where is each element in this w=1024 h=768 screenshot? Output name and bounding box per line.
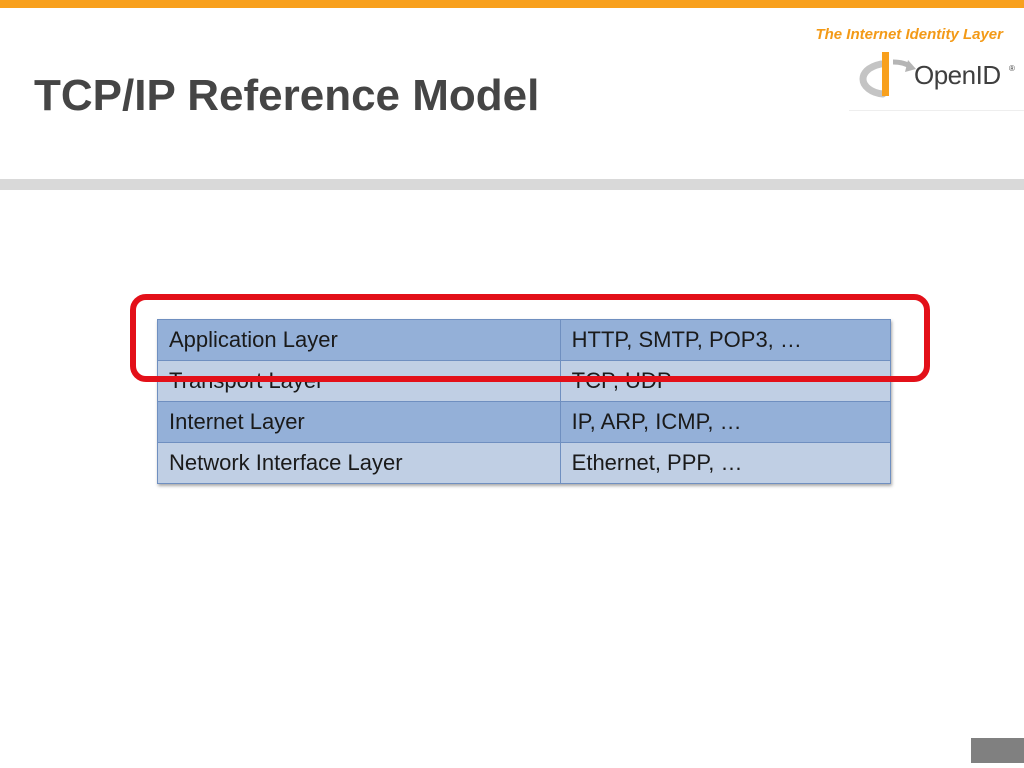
table-row: Network Interface Layer Ethernet, PPP, … — [157, 442, 892, 484]
table-row: Internet Layer IP, ARP, ICMP, … — [157, 401, 892, 443]
openid-logo: OpenID ® — [849, 46, 1024, 111]
logo-wordmark: OpenID — [914, 60, 1001, 90]
protocols-cell: HTTP, SMTP, POP3, … — [559, 319, 892, 361]
tagline: The Internet Identity Layer — [815, 26, 1003, 43]
slide-corner-block — [971, 738, 1024, 763]
page-title: TCP/IP Reference Model — [34, 71, 540, 120]
highlight-annotation-box — [130, 294, 930, 382]
header-divider — [0, 179, 1024, 190]
protocols-cell: IP, ARP, ICMP, … — [559, 401, 892, 443]
layer-name-cell: Network Interface Layer — [157, 442, 561, 484]
protocols-cell: Ethernet, PPP, … — [559, 442, 892, 484]
top-accent-bar — [0, 0, 1024, 8]
layer-name-cell: Internet Layer — [157, 401, 561, 443]
openid-logo-icon — [859, 52, 916, 98]
logo-registered-mark: ® — [1009, 64, 1015, 73]
